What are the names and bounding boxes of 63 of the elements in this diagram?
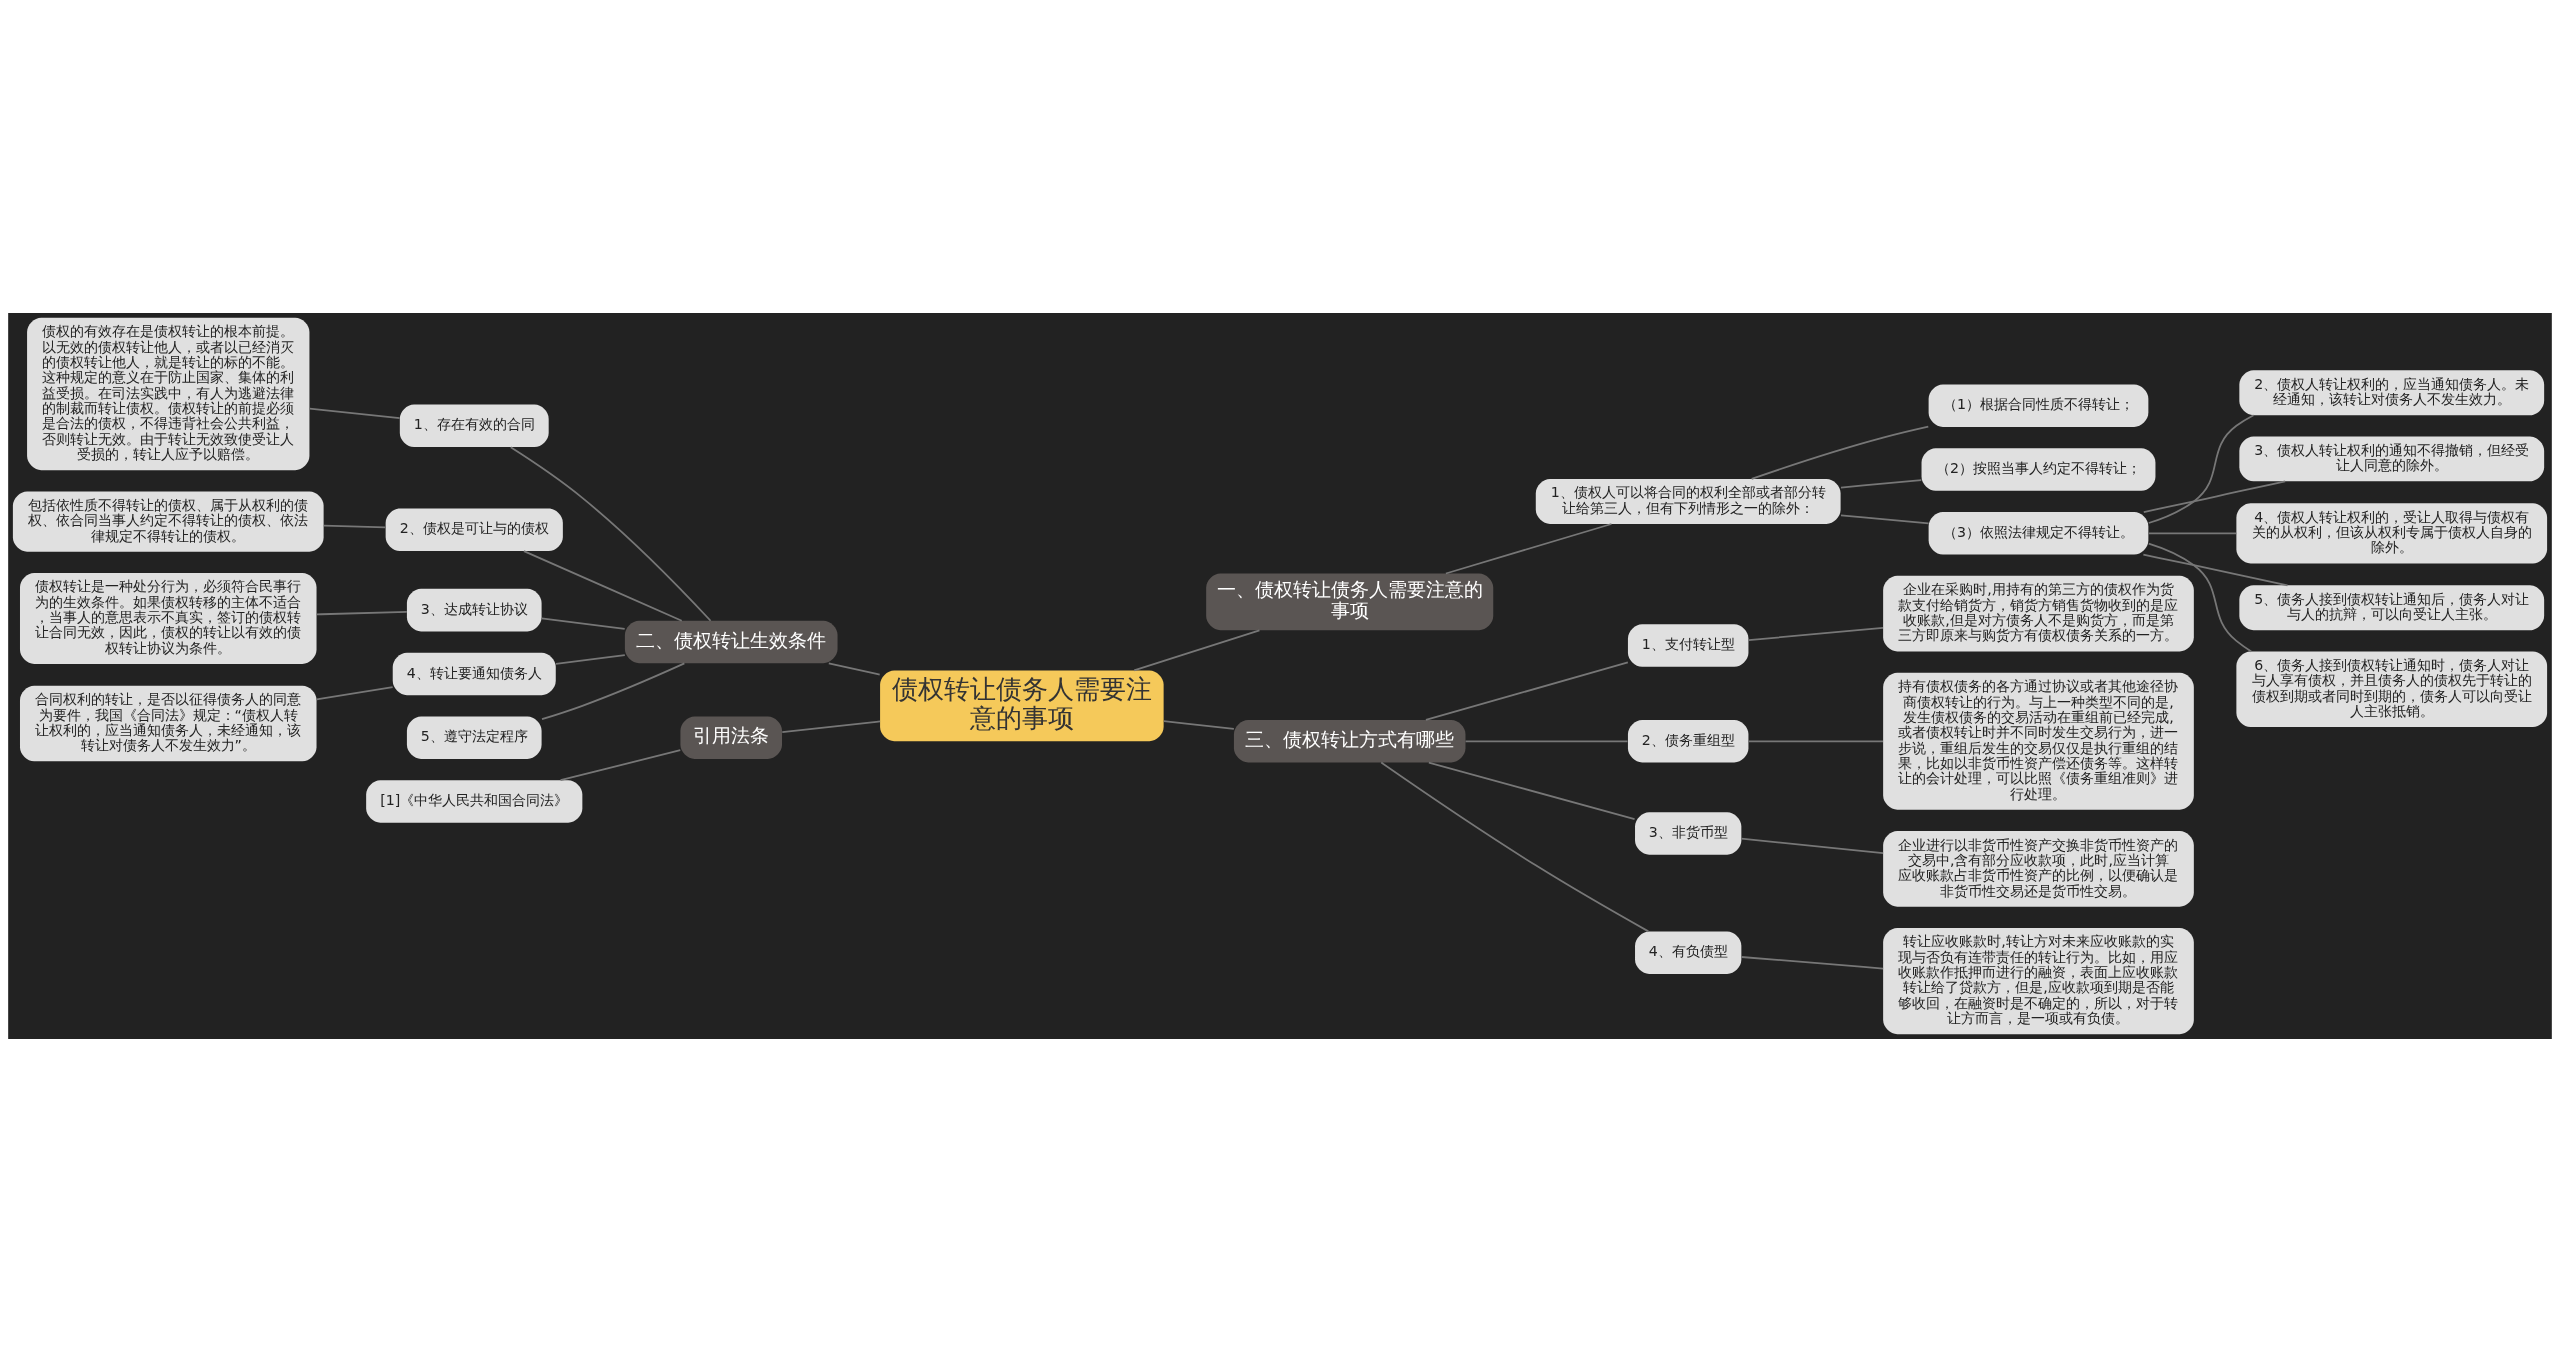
node-box: 转让应收账款时,转让方对未来应收账款的实现与否负有连带责任的转让行为。比如，用应收账款作抵押而进行的融资，表面上应收账款转让给了贷款方，但是,应收款项到期是否能够收回，在融资时是不确定的，所以，对于转让方而言，是一项或有负债。: [1883, 927, 2194, 1034]
connector: [1427, 761, 1636, 820]
node-box: 1、支付转让型: [1627, 623, 1749, 667]
node-box: （2）按照当事人约定不得转让；: [1921, 447, 2156, 491]
node-box: 企业进行以非货币性资产交换非货币性资产的交易中,含有部分应收款项，此时,应当计算应收账款占非货币性资产的比例，以便确认是非货币性交易还是货币性交易。: [1883, 830, 2194, 907]
connector: [541, 662, 686, 720]
node-box: 引用法条: [680, 715, 782, 759]
node-box: 1、存在有效的合同: [399, 404, 549, 447]
node-box: 2、债权是可让与的债权: [385, 508, 563, 551]
connector: [323, 524, 387, 528]
connector: [827, 662, 881, 675]
node-box: 持有债权债务的各方通过协议或者其他途径协商债权转让的行为。与上一种类型不同的是,发生债权债务的交易活动在重组前已经完成,或者债权转让时并不同时发生交易行为，进一步说，重组后发生的交易仅仅是执行重组的结果，比如以非货币性资产偿还债务等。这样转让的会计处理，可以比照《债务重组准则》进行处理。: [1883, 672, 2194, 810]
node-box: 债权转让债务人需要注意的事项: [880, 669, 1164, 741]
node-box: 债权转让是一种处分行为，必须符合民事行为的生效条件。如果债权转移的主体不适合，当事人的意思表示不真实，签订的债权转让合同无效，因此，债权的转让以有效的债权转让协议为条件。: [20, 572, 317, 664]
connector: [1840, 478, 1923, 488]
connector: [1133, 628, 1261, 671]
connector: [2142, 553, 2289, 586]
node-box: [1]《中华人民共和国合同法》: [366, 779, 583, 823]
node-box: （3）依照法律规定不得转让。: [1928, 511, 2149, 555]
node-box: 1、债权人可以将合同的权利全部或者部分转让给第三人，但有下列情形之一的除外：: [1535, 478, 1841, 524]
connector: [308, 407, 401, 419]
connector: [1840, 513, 1930, 524]
connector: [781, 720, 881, 733]
connector: [1380, 761, 1650, 932]
node-box: 包括依性质不得转让的债权、属于从权利的债权、依合同当事人约定不得转让的债权、依法律规定不得转让的债权。: [12, 490, 324, 552]
connector: [555, 653, 626, 665]
connector: [523, 549, 683, 622]
connector: [2147, 531, 2237, 534]
node-box: 4、债权人转让权利的，受让人取得与债权有关的从权利，但该从权利专属于债权人自身的除外。: [2236, 502, 2548, 563]
node-box: 一、债权转让债务人需要注意的事项: [1206, 573, 1494, 630]
node-box: 债权的有效存在是债权转让的根本前提。以无效的债权转让他人，或者以已经消灭的债权转让他人，就是转让的标的不能。这种规定的意义在于防止国家、集体的利益受损。在司法实践中，有人为逃避法律的制裁而转让债权。债权转让的前提必须是合法的债权，不得违背社会公共利益，否则转让无效。由于转让无效致使受让人受损的，转让人应予以赔偿。: [27, 317, 310, 470]
connector: [315, 610, 408, 615]
node-box: 3、非货币型: [1635, 811, 1742, 855]
connector: [1444, 522, 1613, 574]
connector: [1750, 425, 1930, 480]
node-box: 2、债权人转让权利的，应当通知债务人。未经通知，该转让对债务人不发生效力。: [2239, 369, 2545, 415]
node-box: 4、转让要通知债务人: [392, 652, 556, 695]
node-box: 3、债权人转让权利的通知不得撤销，但经受让人同意的除外。: [2239, 435, 2545, 481]
connector: [2147, 413, 2255, 524]
connector: [2147, 542, 2253, 652]
connector: [1747, 739, 1884, 742]
node-box: 6、债务人接到债权转让通知时，债务人对让与人享有债权，并且债务人的债权先于转让的债权到期或者同时到期的，债务人可以向受让人主张抵销。: [2236, 651, 2548, 727]
node-box: 2、债务重组型: [1627, 719, 1749, 763]
node-box: 3、达成转让协议: [406, 588, 542, 631]
connector: [2142, 480, 2287, 513]
connector: [1740, 955, 1884, 969]
connector: [1163, 719, 1235, 730]
connector: [540, 617, 626, 630]
node-box: （1）根据合同性质不得转让；: [1928, 384, 2149, 427]
node-box: 二、债权转让生效条件: [624, 620, 838, 663]
node-box: 4、有负债型: [1635, 931, 1742, 974]
connector: [1425, 661, 1629, 721]
node-box: 合同权利的转让，是否以征得债务人的同意为要件，我国《合同法》规定：“债权人转让权利的，应当通知债务人，未经通知，该转让对债务人不发生效力”。: [20, 685, 317, 761]
connector: [1740, 837, 1884, 854]
connector: [1464, 739, 1629, 742]
connector: [1747, 626, 1884, 641]
node-box: 企业在采购时,用持有的第三方的债权作为货款支付给销货方，销货方销售货物收到的是应收账款,但是对方债务人不是购货方，而是第三方即原来与购货方有债权债务关系的一方。: [1883, 575, 2194, 651]
node-box: 5、遵守法定程序: [406, 715, 542, 759]
node-box: 5、债务人接到债权转让通知后，债务人对让与人的抗辩，可以向受让人主张。: [2239, 584, 2545, 630]
connector: [559, 748, 682, 781]
connector: [315, 685, 394, 700]
node-box: 三、债权转让方式有哪些: [1233, 719, 1466, 763]
connector: [509, 445, 712, 622]
